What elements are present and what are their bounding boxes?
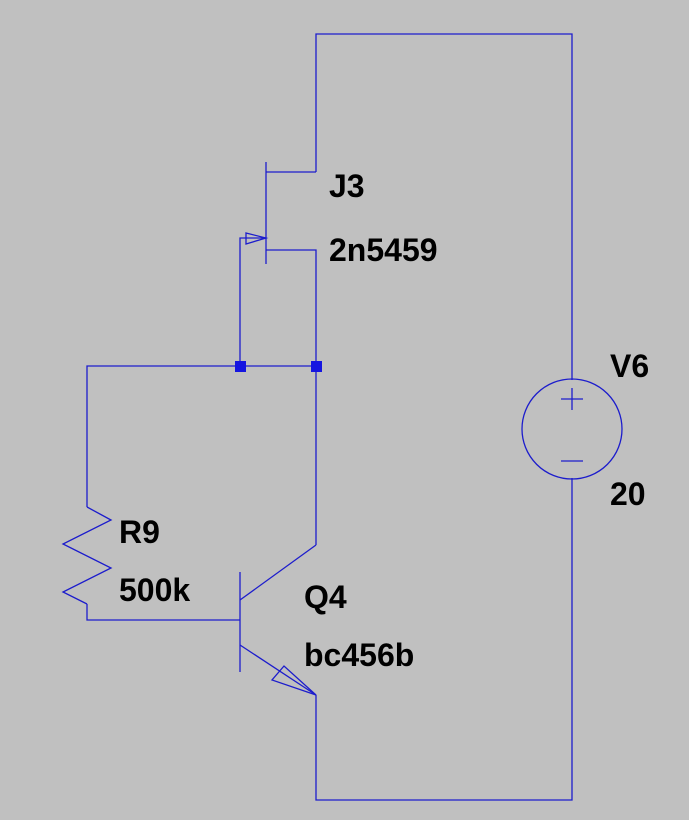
j3-value-label: 2n5459 — [329, 232, 438, 268]
wire-j3-gate[interactable] — [239, 237, 266, 366]
bjt-q4-symbol[interactable] — [239, 544, 317, 696]
voltage-source-v6-symbol[interactable] — [521, 378, 623, 480]
wire-j3-source[interactable] — [266, 249, 317, 545]
wire-r9-base[interactable] — [86, 604, 240, 621]
wire-bottom[interactable] — [315, 478, 573, 801]
v6-value-label: 20 — [610, 476, 646, 512]
wires — [86, 33, 573, 801]
junction-dot — [235, 361, 246, 372]
q4-ref-label: Q4 — [304, 579, 347, 615]
q4-value-label: bc456b — [304, 637, 414, 673]
r9-value-label: 500k — [119, 572, 190, 608]
v6-ref-label: V6 — [610, 348, 649, 384]
jfet-j3-symbol[interactable] — [245, 162, 316, 264]
resistor-r9-symbol[interactable] — [61, 506, 113, 605]
r9-ref-label: R9 — [119, 514, 160, 550]
junction-dot — [311, 361, 322, 372]
j3-ref-label: J3 — [329, 168, 365, 204]
wire-node[interactable] — [86, 365, 316, 507]
wire-top[interactable] — [315, 33, 573, 380]
